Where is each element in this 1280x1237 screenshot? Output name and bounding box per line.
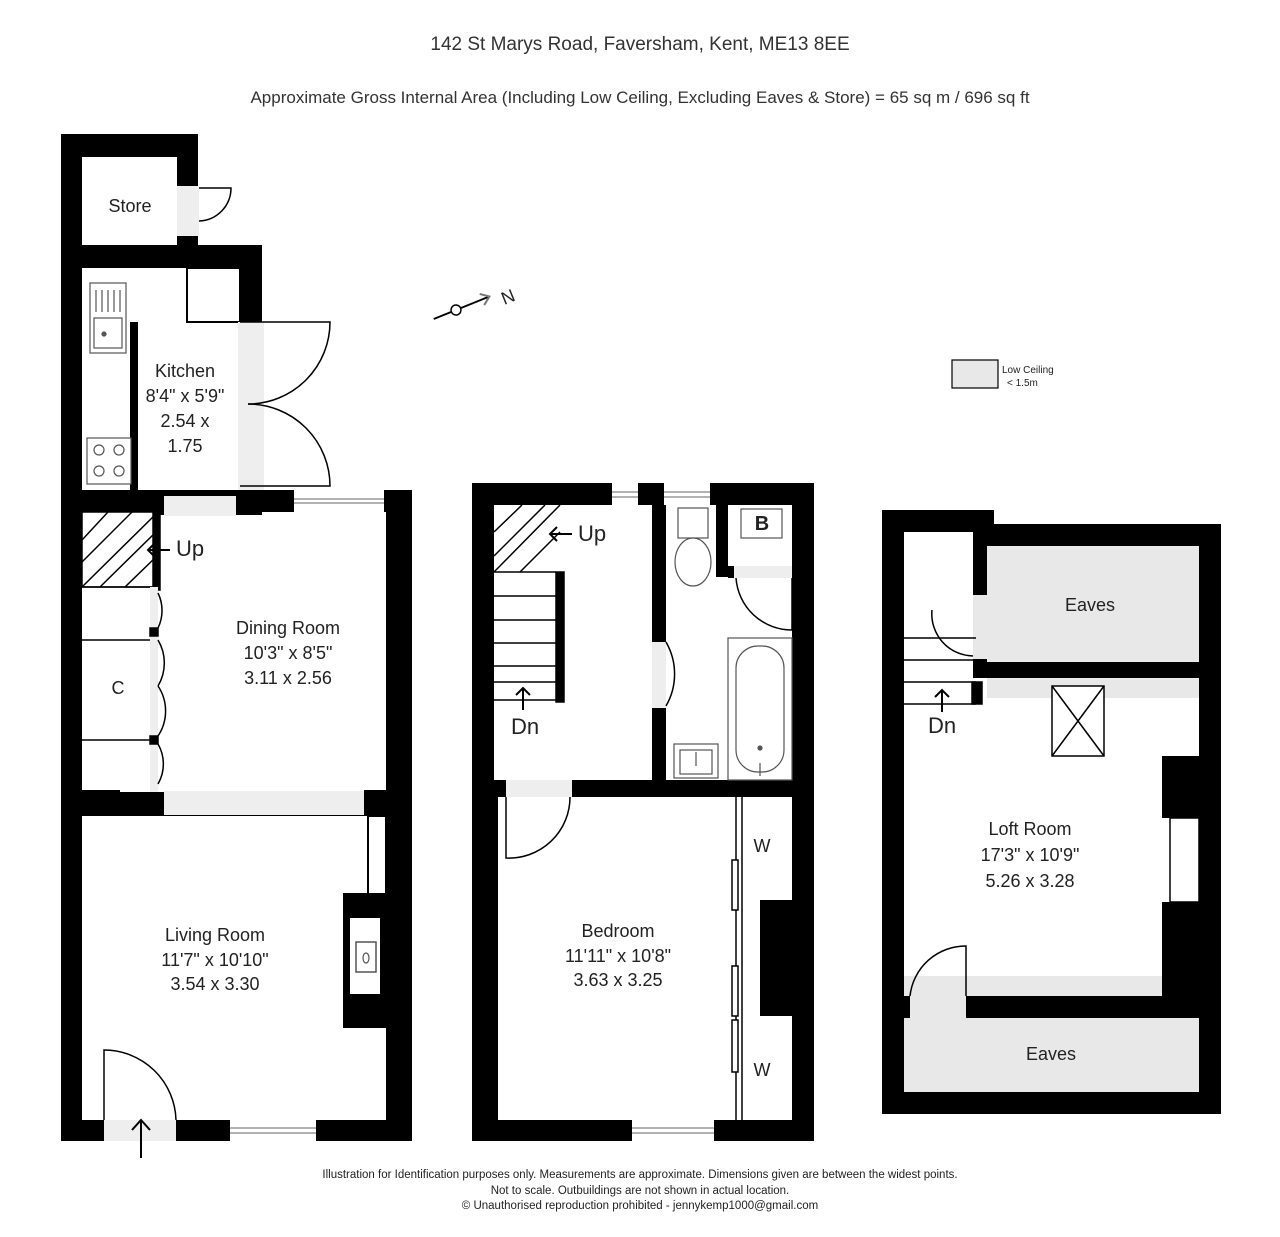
toilet	[674, 507, 712, 587]
roof-window	[1051, 685, 1105, 757]
up-arrow-icon	[548, 526, 572, 542]
ground-up-label: Up	[176, 536, 204, 561]
compass-north-label: N	[498, 285, 518, 308]
chimney-breast-first	[760, 900, 792, 1016]
boiler-label: B	[755, 513, 769, 535]
gross-internal-area: Approximate Gross Internal Area (Includi…	[250, 88, 1030, 107]
loft-metric: 5.26 x 3.28	[985, 871, 1074, 891]
wardrobes	[731, 797, 743, 1120]
fireplace-hearth	[355, 941, 377, 973]
dining-metric: 3.11 x 2.56	[244, 668, 332, 688]
disclaimer-line-1: Illustration for Identification purposes…	[322, 1169, 958, 1181]
wall-block	[82, 790, 120, 816]
kitchen-metric-1: 2.54 x	[160, 411, 209, 431]
wardrobe-2-label: W	[754, 1060, 771, 1080]
low-ceiling-swatch	[951, 359, 999, 389]
kitchen-unit	[186, 267, 241, 323]
fireplace	[350, 918, 380, 994]
first-staircase	[493, 504, 565, 703]
bedroom-imperial: 11'11" x 10'8"	[565, 946, 671, 966]
disclaimer-footer: Illustration for Identification purposes…	[0, 1168, 1280, 1215]
property-address: 142 St Marys Road, Faversham, Kent, ME13…	[430, 34, 850, 55]
kitchen-metric-2: 1.75	[167, 436, 202, 456]
entrance-arrow-icon	[131, 1118, 151, 1158]
loft-door	[909, 945, 967, 997]
basin	[673, 743, 719, 779]
loft-imperial: 17'3" x 10'9"	[981, 845, 1080, 865]
dining-name: Dining Room	[236, 618, 340, 638]
loft-floor	[882, 510, 1221, 1114]
living-imperial: 11'7" x 10'10"	[161, 950, 268, 970]
alcove	[367, 815, 387, 895]
eaves-bottom-label: Eaves	[1026, 1044, 1076, 1064]
first-floor	[472, 483, 814, 1141]
store-label: Store	[108, 196, 151, 216]
first-down-label: Dn	[511, 714, 539, 739]
up-arrow-icon	[146, 542, 170, 558]
first-up-label: Up	[578, 521, 606, 546]
loft-staircase	[904, 609, 983, 705]
ground-doors	[103, 187, 331, 1121]
down-arrow-icon	[515, 686, 531, 710]
bedroom-metric: 3.63 x 3.25	[573, 970, 662, 990]
wall-block	[82, 497, 136, 515]
disclaimer-line-2: Not to scale. Outbuildings are not shown…	[490, 1184, 790, 1197]
boiler	[740, 508, 783, 539]
bedroom-name: Bedroom	[581, 921, 654, 941]
hob	[86, 437, 132, 485]
compass-icon	[433, 292, 491, 320]
first-floor-walls	[472, 483, 814, 1141]
wall-block	[364, 790, 386, 816]
living-metric: 3.54 x 3.30	[170, 974, 259, 994]
cupboard-label: C	[112, 678, 125, 698]
first-doors	[505, 577, 793, 859]
disclaimer-line-3: © Unauthorised reproduction prohibited -…	[461, 1200, 819, 1212]
kitchen-imperial: 8'4" x 5'9"	[146, 386, 225, 406]
loft-name: Loft Room	[988, 819, 1071, 839]
living-name: Living Room	[165, 925, 265, 945]
eaves-top	[987, 546, 1199, 662]
legend-line-2: < 1.5m	[1007, 378, 1038, 389]
kitchen-sink	[89, 282, 127, 354]
eaves-bottom	[904, 1018, 1199, 1092]
legend-line-1: Low Ceiling	[1002, 365, 1054, 376]
kitchen-inner-wall	[130, 322, 138, 497]
understairs-cupboard	[82, 586, 167, 792]
kitchen-name: Kitchen	[155, 361, 215, 381]
ground-floor	[61, 134, 412, 1158]
loft-down-label: Dn	[928, 713, 956, 738]
dining-imperial: 10'3" x 8'5"	[244, 643, 333, 663]
down-arrow-icon	[934, 688, 950, 712]
eaves-top-label: Eaves	[1065, 595, 1115, 615]
bath	[727, 637, 793, 781]
wardrobe-1-label: W	[754, 836, 771, 856]
